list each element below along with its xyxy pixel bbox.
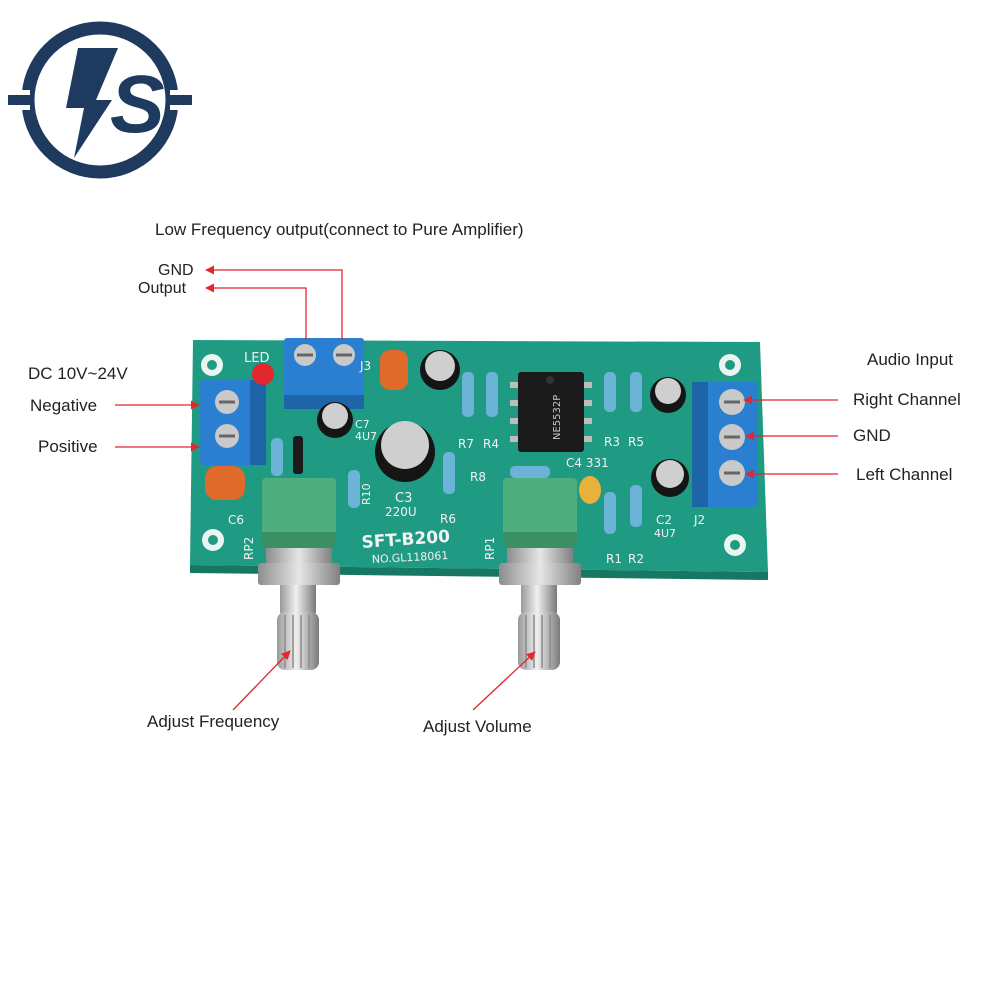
audio-input-label: Audio Input <box>867 350 954 369</box>
positive-label: Positive <box>38 437 98 456</box>
logo-glyph: S <box>110 59 165 150</box>
volume-potentiometer <box>499 478 581 670</box>
adjust-frequency-label: Adjust Frequency <box>147 712 280 731</box>
silk-r3: R3 <box>604 435 620 449</box>
silk-rp1: RP1 <box>483 537 497 560</box>
silk-j3: J3 <box>359 359 371 373</box>
opamp-chip: NE5532P <box>510 372 592 452</box>
brand-logo: S <box>8 21 192 179</box>
output-label: Output <box>138 280 187 297</box>
output-arrow <box>205 283 307 340</box>
silk-c7: C7 <box>355 418 370 431</box>
led <box>252 363 274 385</box>
silk-r10: R10 <box>360 483 373 505</box>
resistors <box>271 372 642 534</box>
output-gnd-label: GND <box>158 262 194 279</box>
gnd-output-arrow <box>205 265 343 340</box>
audio-input-terminal <box>692 382 758 507</box>
silk-led: LED <box>244 351 269 366</box>
output-section-title: Low Frequency output(connect to Pure Amp… <box>155 220 524 239</box>
electrolytic-capacitors <box>317 350 689 497</box>
power-terminal <box>200 380 266 465</box>
silk-r6: R6 <box>440 512 456 526</box>
silk-r7: R7 <box>458 437 474 451</box>
silk-c7-value: 4U7 <box>355 430 377 443</box>
silk-c3: C3 <box>395 491 412 506</box>
chip-label: NE5532P <box>552 395 563 440</box>
silk-r2: R2 <box>628 552 644 566</box>
silk-c4: C4 331 <box>566 456 609 470</box>
silk-c3-value: 220U <box>385 505 417 519</box>
silk-c2: C2 <box>656 513 672 527</box>
film-capacitors <box>205 350 601 504</box>
frequency-potentiometer <box>258 478 340 670</box>
frequency-arrow <box>232 650 291 711</box>
audio-gnd-label: GND <box>853 426 891 445</box>
silk-r8: R8 <box>470 470 486 484</box>
silk-c6: C6 <box>228 513 244 527</box>
pcb-silkscreen: LED C6 RP2 RP1 C7 4U7 C3 220U R10 R6 R8 … <box>228 351 705 566</box>
volume-arrow <box>472 651 536 711</box>
annotation-arrows <box>115 265 838 711</box>
power-voltage-label: DC 10V~24V <box>28 364 128 383</box>
board-serial: NO.GL118061 <box>371 549 448 566</box>
silk-c2-value: 4U7 <box>654 527 676 540</box>
right-channel-label: Right Channel <box>853 390 961 409</box>
adjust-volume-label: Adjust Volume <box>423 717 532 736</box>
left-channel-label: Left Channel <box>856 465 953 484</box>
silk-r4: R4 <box>483 437 499 451</box>
negative-label: Negative <box>30 396 98 415</box>
silk-j2: J2 <box>693 513 705 527</box>
silk-rp2: RP2 <box>242 537 256 560</box>
silk-r1: R1 <box>606 552 622 566</box>
output-terminal <box>284 338 364 409</box>
silk-r5: R5 <box>628 435 644 449</box>
